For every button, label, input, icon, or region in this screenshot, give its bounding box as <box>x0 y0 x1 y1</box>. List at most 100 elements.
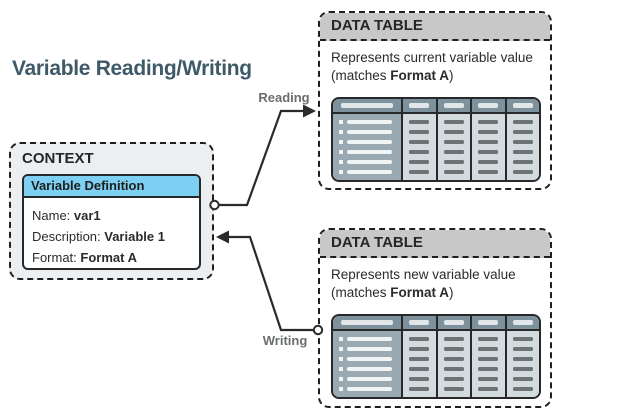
row-bar <box>347 160 392 164</box>
cell-bar <box>443 140 464 144</box>
table-row <box>339 377 392 381</box>
header-bar <box>512 320 533 325</box>
cell-bar <box>478 367 499 371</box>
cell-bar <box>409 377 430 381</box>
row-bar <box>347 150 392 154</box>
cell-bar <box>478 140 499 144</box>
cell-bar <box>443 367 464 371</box>
data-table-box-current: DATA TABLE Represents current variable v… <box>318 11 552 190</box>
cell-bar <box>478 150 499 154</box>
cell-bar <box>512 160 533 164</box>
header-bar <box>478 103 499 108</box>
cell-bar <box>409 357 430 361</box>
cell-bar <box>409 150 430 154</box>
header-bar <box>478 320 499 325</box>
reading-arrow-line <box>219 109 304 207</box>
header-bar <box>443 103 464 108</box>
cell-bar <box>443 130 464 134</box>
field-description-label: Description: <box>32 229 105 244</box>
cell-bar <box>443 170 464 174</box>
field-description-value: Variable 1 <box>104 229 165 244</box>
cell-bar <box>512 130 533 134</box>
data-table-header-current: DATA TABLE <box>320 13 550 41</box>
row-bar <box>347 170 392 174</box>
cell-bar <box>512 337 533 341</box>
description-line2-suffix: ) <box>449 285 454 300</box>
bullet-icon <box>339 160 343 164</box>
table-label-column <box>333 316 401 397</box>
description-line1: Represents new variable value <box>331 267 516 282</box>
row-bar <box>347 347 392 351</box>
table-data-column <box>401 99 436 180</box>
bullet-icon <box>339 347 343 351</box>
description-line2-suffix: ) <box>449 68 454 83</box>
cell-bar <box>512 377 533 381</box>
cell-bar <box>512 347 533 351</box>
data-table-box-new: DATA TABLE Represents new variable value… <box>318 228 552 408</box>
table-header-cell <box>472 99 505 114</box>
bullet-icon <box>339 377 343 381</box>
header-bar <box>341 320 393 325</box>
table-column-body <box>403 114 436 180</box>
field-name-value: var1 <box>73 208 101 223</box>
row-bar <box>347 377 392 381</box>
cell-bar <box>409 160 430 164</box>
cell-bar <box>478 357 499 361</box>
table-row <box>339 170 392 174</box>
table-column-body <box>472 331 505 397</box>
bullet-icon <box>339 357 343 361</box>
table-data-column <box>435 316 470 397</box>
field-format: Format: Format A <box>32 247 191 268</box>
variable-definition-box: Variable Definition Name: var1 Descripti… <box>22 174 201 270</box>
cell-bar <box>478 337 499 341</box>
header-bar <box>443 320 464 325</box>
table-column-body <box>437 331 470 397</box>
data-table-graphic-new <box>331 314 541 399</box>
bullet-icon <box>339 367 343 371</box>
row-bar <box>347 357 392 361</box>
context-box-label: CONTEXT <box>22 150 94 167</box>
writing-arrow-line <box>229 235 313 332</box>
table-column-body <box>506 114 539 180</box>
bullet-icon <box>339 130 343 134</box>
cell-bar <box>478 160 499 164</box>
table-column-body <box>403 331 436 397</box>
table-row <box>339 130 392 134</box>
table-column-body <box>333 331 401 397</box>
table-column-body <box>437 114 470 180</box>
row-bar <box>347 387 392 391</box>
bullet-icon <box>339 120 343 124</box>
field-format-label: Format: <box>32 250 81 265</box>
cell-bar <box>512 170 533 174</box>
description-line1: Represents current variable value <box>331 50 533 65</box>
cell-bar <box>443 347 464 351</box>
table-row <box>339 347 392 351</box>
cell-bar <box>512 120 533 124</box>
table-header-cell <box>437 316 470 331</box>
table-header-cell <box>437 99 470 114</box>
table-row <box>339 357 392 361</box>
table-header-cell <box>333 316 401 331</box>
table-column-body <box>333 114 401 180</box>
table-column-body <box>472 114 505 180</box>
cell-bar <box>478 347 499 351</box>
cell-bar <box>512 357 533 361</box>
data-table-header-new: DATA TABLE <box>320 230 550 258</box>
cell-bar <box>409 120 430 124</box>
row-bar <box>347 140 392 144</box>
cell-bar <box>409 367 430 371</box>
context-box: CONTEXT Variable Definition Name: var1 D… <box>9 142 214 280</box>
cell-bar <box>478 170 499 174</box>
table-data-column <box>470 99 505 180</box>
table-header-cell <box>472 316 505 331</box>
field-name-label: Name: <box>32 208 74 223</box>
table-header-cell <box>403 316 436 331</box>
bullet-icon <box>339 140 343 144</box>
variable-definition-header: Variable Definition <box>24 176 199 198</box>
table-data-column <box>470 316 505 397</box>
cell-bar <box>409 387 430 391</box>
cell-bar <box>443 120 464 124</box>
cell-bar <box>512 140 533 144</box>
cell-bar <box>512 150 533 154</box>
